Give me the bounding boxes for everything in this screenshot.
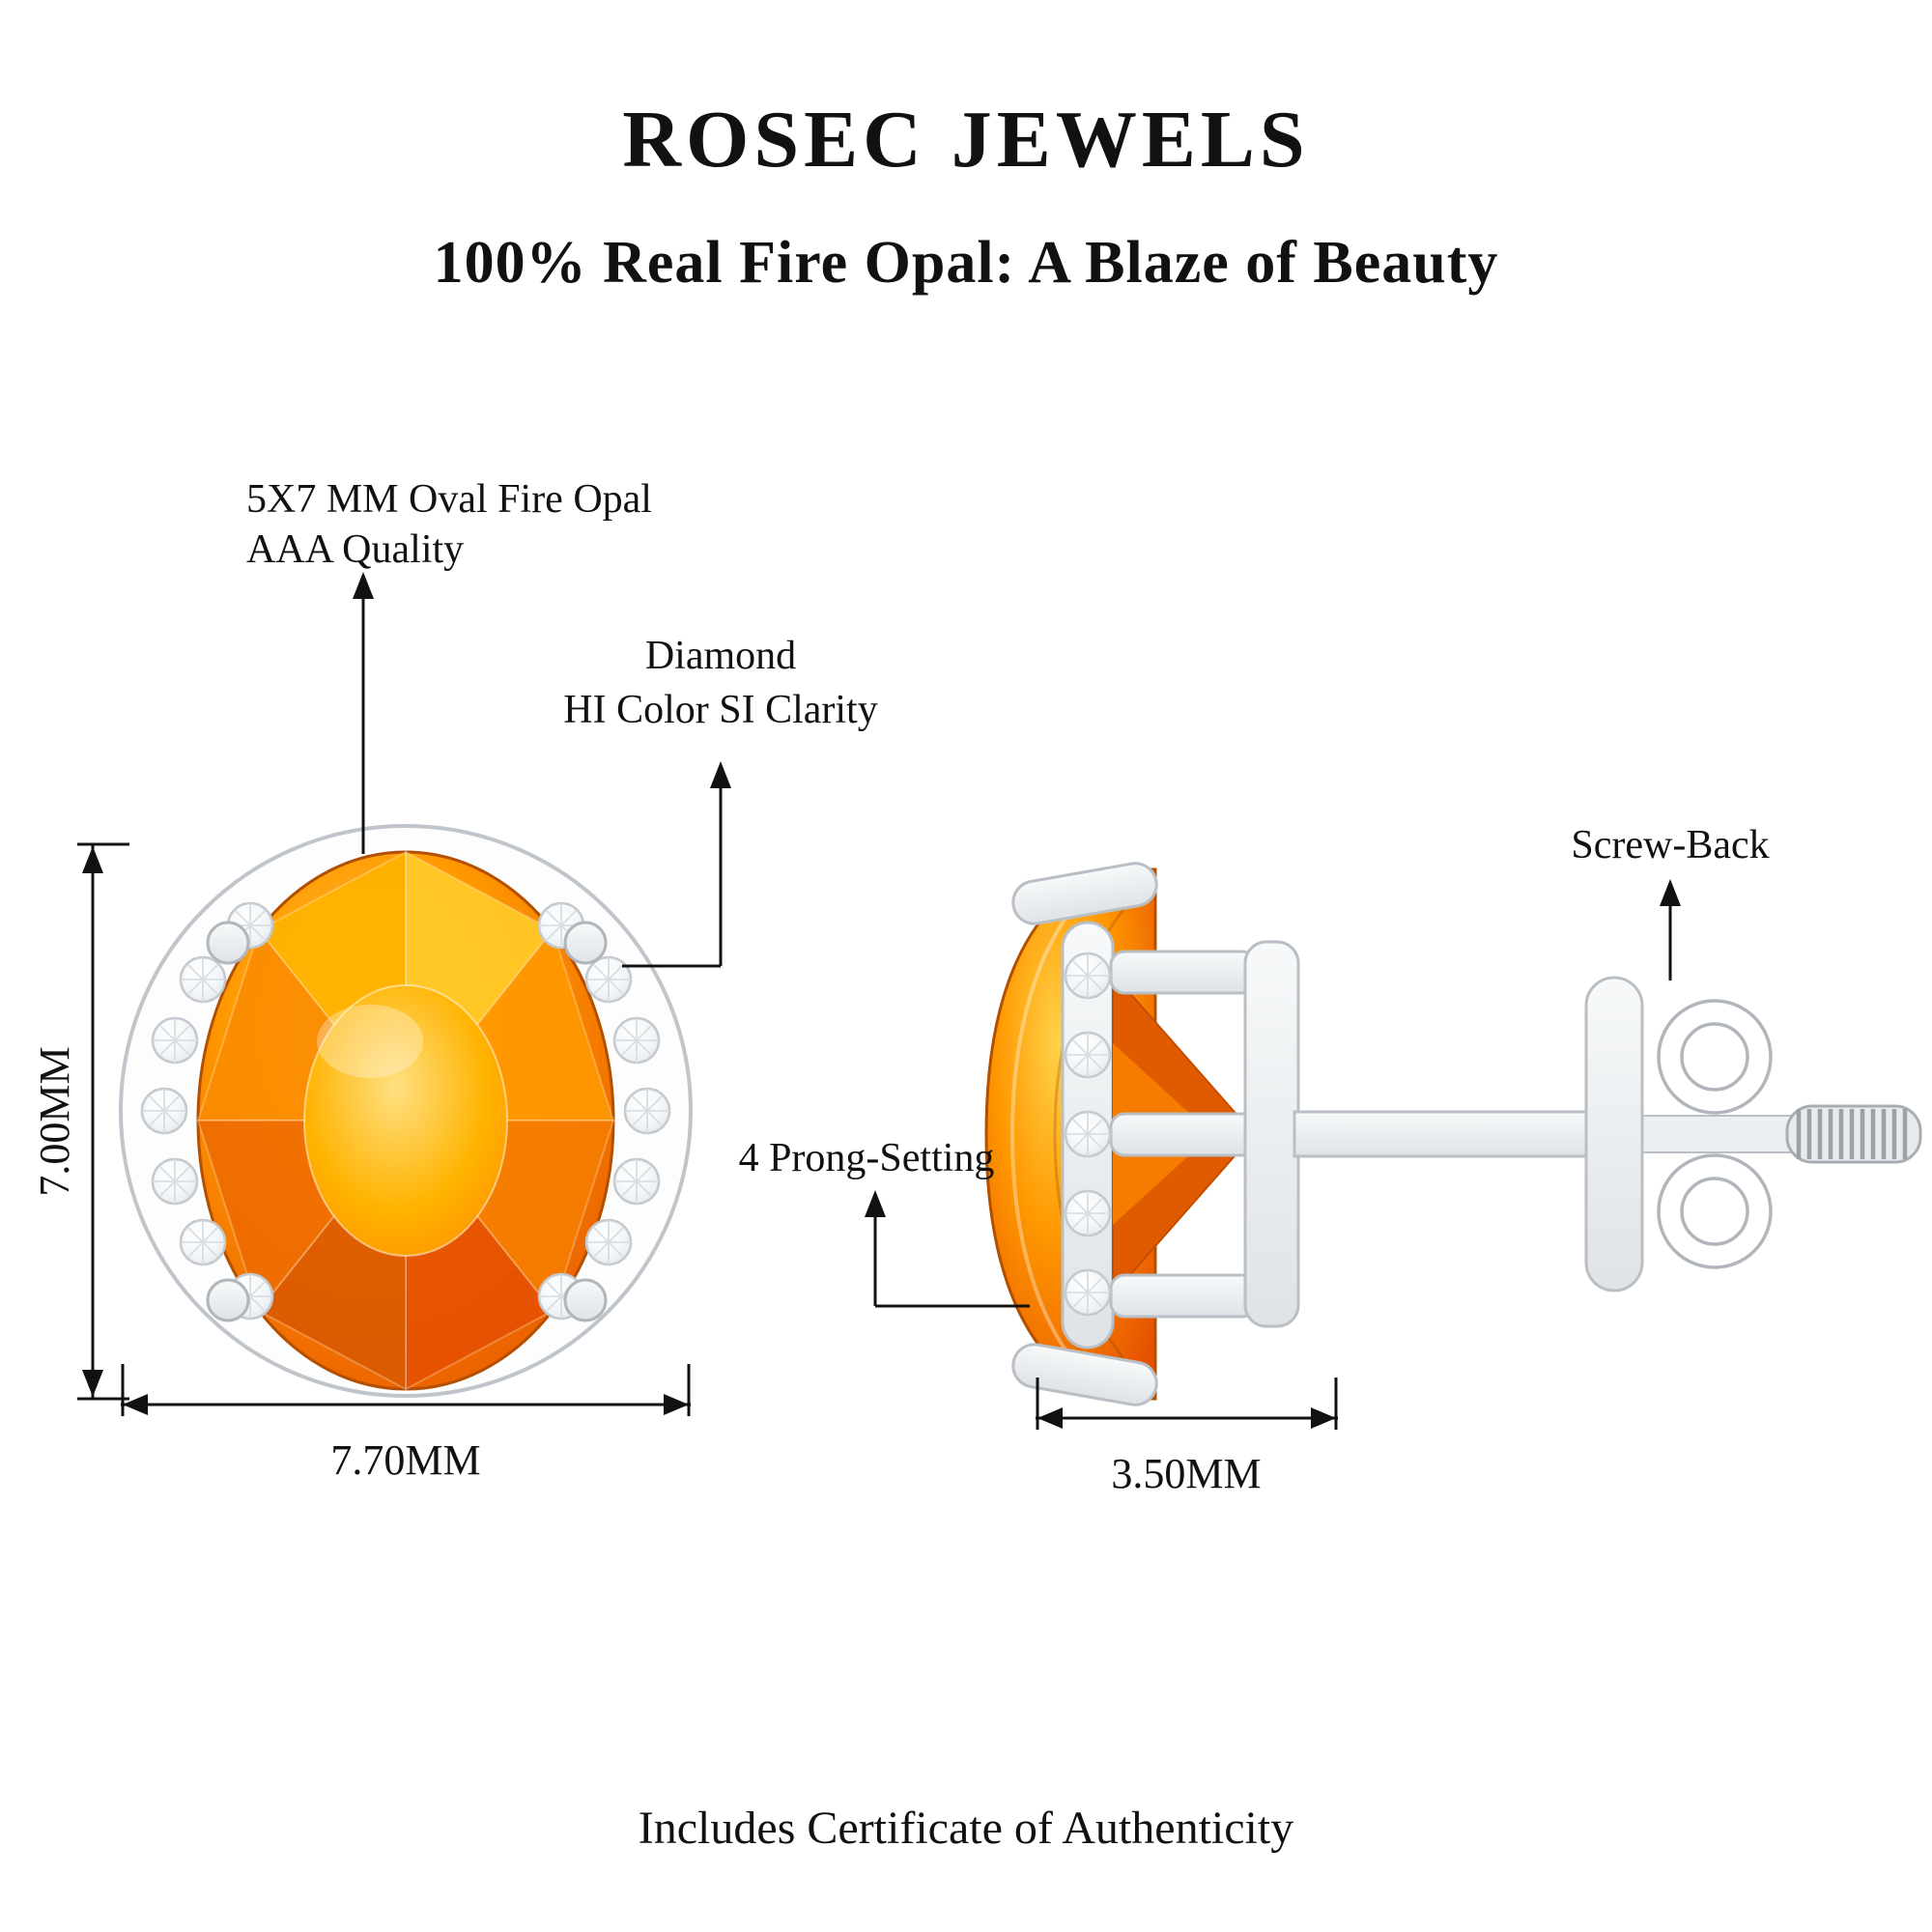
prong-claw-top — [1011, 862, 1158, 925]
depth-dimension — [1036, 1378, 1338, 1430]
prong-claw-bottom — [1011, 1343, 1158, 1406]
clutch-loop-inner — [1680, 1022, 1749, 1092]
annotation-arrows — [353, 572, 1681, 1308]
footer-note: Includes Certificate of Authenticity — [639, 1803, 1293, 1854]
tagline: 100% Real Fire Opal: A Blaze of Beauty — [434, 230, 1499, 296]
gem-label-line2: AAA Quality — [246, 527, 464, 572]
basket-bar-bottom — [1109, 1273, 1258, 1319]
clutch-loop — [1657, 1153, 1773, 1269]
height-dim-label: 7.00MM — [31, 1046, 78, 1196]
prong-balls-front — [206, 921, 608, 1322]
basket-bar-middle — [1109, 1112, 1258, 1157]
depth-dim-label: 3.50MM — [1111, 1450, 1261, 1497]
prong-ball — [206, 1278, 250, 1322]
side-view — [984, 862, 1922, 1406]
height-dimension — [77, 842, 129, 1401]
clutch-loop — [1657, 999, 1773, 1115]
prong-ball — [206, 921, 250, 965]
clutch-plate — [1584, 976, 1644, 1293]
prong-ball — [563, 921, 608, 965]
ear-post — [1293, 1110, 1634, 1158]
width-dim-label: 7.70MM — [330, 1436, 480, 1484]
prong-ball — [563, 1278, 608, 1322]
screwback-annotation-arrow — [1660, 879, 1681, 980]
gem-annotation-arrow — [353, 572, 374, 854]
basket-bar-top — [1109, 950, 1258, 995]
fire-opal-front — [196, 850, 615, 1391]
front-view — [119, 824, 693, 1398]
diamond-label-line1: Diamond — [645, 634, 796, 678]
basket-back-plate — [1243, 940, 1300, 1328]
clutch-loop-inner — [1680, 1177, 1749, 1246]
diamond-label-line2: HI Color SI Clarity — [563, 688, 877, 732]
brand-title: ROSEC JEWELS — [622, 95, 1309, 185]
screw-thread — [1785, 1104, 1922, 1164]
width-dimension — [121, 1364, 691, 1416]
gem-label-line1: 5X7 MM Oval Fire Opal — [246, 477, 652, 522]
post-rod — [1632, 1115, 1803, 1153]
prong-basket — [1109, 940, 1300, 1328]
clutch-loops — [1657, 999, 1773, 1269]
diamond-annotation-arrow — [622, 761, 731, 968]
screwback-label: Screw-Back — [1571, 823, 1769, 867]
prong-annotation-arrow — [865, 1190, 1030, 1308]
prong-label: 4 Prong-Setting — [739, 1136, 995, 1180]
